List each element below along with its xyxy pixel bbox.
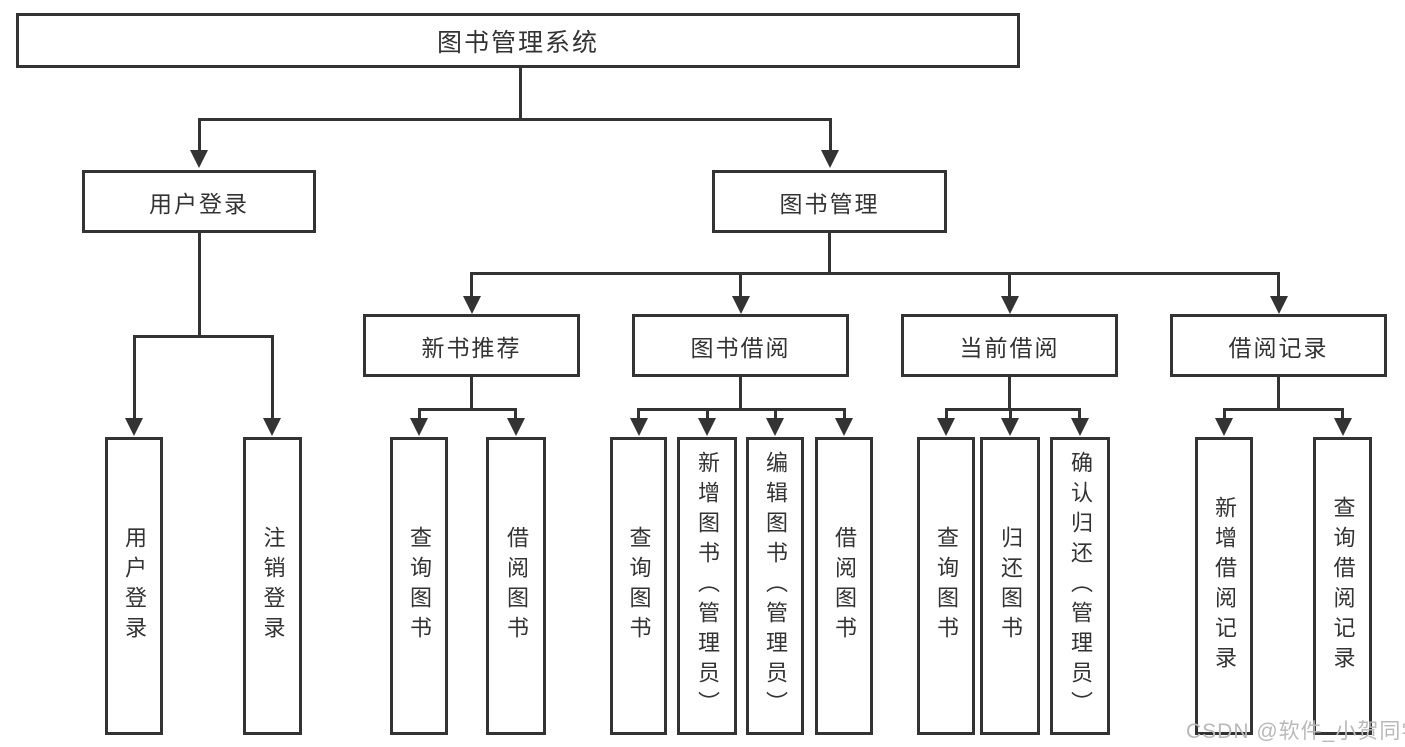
connector-book-borrow-split <box>637 408 844 411</box>
node-book-borrow: 图书借阅 <box>632 314 849 377</box>
connector-to-borrow-record <box>1277 272 1280 298</box>
leaf-query-book-rec: 查询图书 <box>390 437 448 735</box>
leaf-return-book: 归还图书 <box>980 437 1040 735</box>
connector-borrow-record-split <box>1223 408 1343 411</box>
connector-book-mgmt-stem <box>828 233 831 272</box>
arrowhead-leaf-logout <box>263 418 281 436</box>
node-borrow-record: 借阅记录 <box>1170 314 1387 377</box>
connector-to-leaf-add-record <box>1223 408 1226 422</box>
node-new-book-recommend: 新书推荐 <box>363 314 580 377</box>
connector-user-login-split <box>133 335 272 338</box>
connector-to-leaf-query-rec <box>418 408 421 422</box>
connector-to-leaf-return-book <box>1009 408 1012 422</box>
leaf-borrow-book-rec: 借阅图书 <box>486 437 546 735</box>
arrowhead-new-book-rec <box>463 296 481 314</box>
arrowhead-leaf-user-login <box>125 418 143 436</box>
connector-to-leaf-query-record <box>1341 408 1344 422</box>
node-current-borrow: 当前借阅 <box>901 314 1118 377</box>
connector-book-mgmt-split <box>470 272 1280 275</box>
arrowhead-leaf-borrow-rec <box>507 418 525 436</box>
leaf-logout: 注销登录 <box>243 437 302 735</box>
connector-current-borrow-split <box>945 408 1081 411</box>
connector-root-stem <box>519 68 522 118</box>
connector-book-borrow-stem <box>739 377 742 408</box>
arrowhead-borrow-record <box>1270 296 1288 314</box>
leaf-query-book-borrow: 查询图书 <box>610 437 667 735</box>
arrowhead-leaf-borrow-book <box>835 418 853 436</box>
leaf-confirm-return-admin: 确认归还（管理员） <box>1050 437 1110 735</box>
node-book-management: 图书管理 <box>712 170 947 233</box>
leaf-query-book-current: 查询图书 <box>917 437 975 735</box>
connector-to-new-book-rec <box>470 272 473 298</box>
arrowhead-leaf-query-rec <box>410 418 428 436</box>
connector-to-leaf-logout <box>271 335 274 420</box>
arrowhead-user-login <box>190 150 208 168</box>
node-root: 图书管理系统 <box>16 13 1020 68</box>
arrowhead-current-borrow <box>1001 296 1019 314</box>
leaf-edit-book-admin: 编辑图书（管理员） <box>746 437 804 735</box>
csdn-watermark: CSDN @软件_小贺同学 <box>1186 720 1405 743</box>
arrowhead-leaf-edit-book <box>766 418 784 436</box>
connector-to-leaf-add-book <box>706 408 709 422</box>
connector-to-book-management <box>829 118 832 152</box>
arrowhead-book-borrow <box>732 296 750 314</box>
connector-current-borrow-stem <box>1008 377 1011 408</box>
arrowhead-leaf-query-record <box>1334 418 1352 436</box>
connector-to-user-login <box>198 118 201 152</box>
connector-to-book-borrow <box>739 272 742 298</box>
connector-to-leaf-edit-book <box>774 408 777 422</box>
connector-to-leaf-confirm-return <box>1078 408 1081 422</box>
connector-borrow-record-stem <box>1277 377 1280 408</box>
connector-to-current-borrow <box>1008 272 1011 298</box>
connector-to-leaf-user-login <box>133 335 136 420</box>
connector-root-split <box>198 118 832 121</box>
arrowhead-leaf-query-bb <box>630 418 648 436</box>
connector-user-login-stem <box>198 233 201 335</box>
connector-new-book-split <box>418 408 517 411</box>
arrowhead-leaf-confirm-return <box>1071 418 1089 436</box>
leaf-add-borrow-record: 新增借阅记录 <box>1195 437 1253 735</box>
arrowhead-leaf-add-record <box>1215 418 1233 436</box>
arrowhead-leaf-return-book <box>1001 418 1019 436</box>
connector-to-leaf-borrow-book <box>843 408 846 422</box>
connector-to-leaf-query-bb <box>637 408 640 422</box>
connector-to-leaf-query-cb <box>945 408 948 422</box>
connector-new-book-stem <box>470 377 473 408</box>
leaf-add-book-admin: 新增图书（管理员） <box>677 437 737 735</box>
leaf-borrow-book: 借阅图书 <box>815 437 873 735</box>
leaf-query-borrow-record: 查询借阅记录 <box>1313 437 1372 735</box>
arrowhead-book-management <box>821 150 839 168</box>
leaf-user-login: 用户登录 <box>105 437 163 735</box>
connector-to-leaf-borrow-rec <box>514 408 517 422</box>
arrowhead-leaf-query-cb <box>937 418 955 436</box>
arrowhead-leaf-add-book <box>698 418 716 436</box>
node-user-login: 用户登录 <box>82 170 316 233</box>
